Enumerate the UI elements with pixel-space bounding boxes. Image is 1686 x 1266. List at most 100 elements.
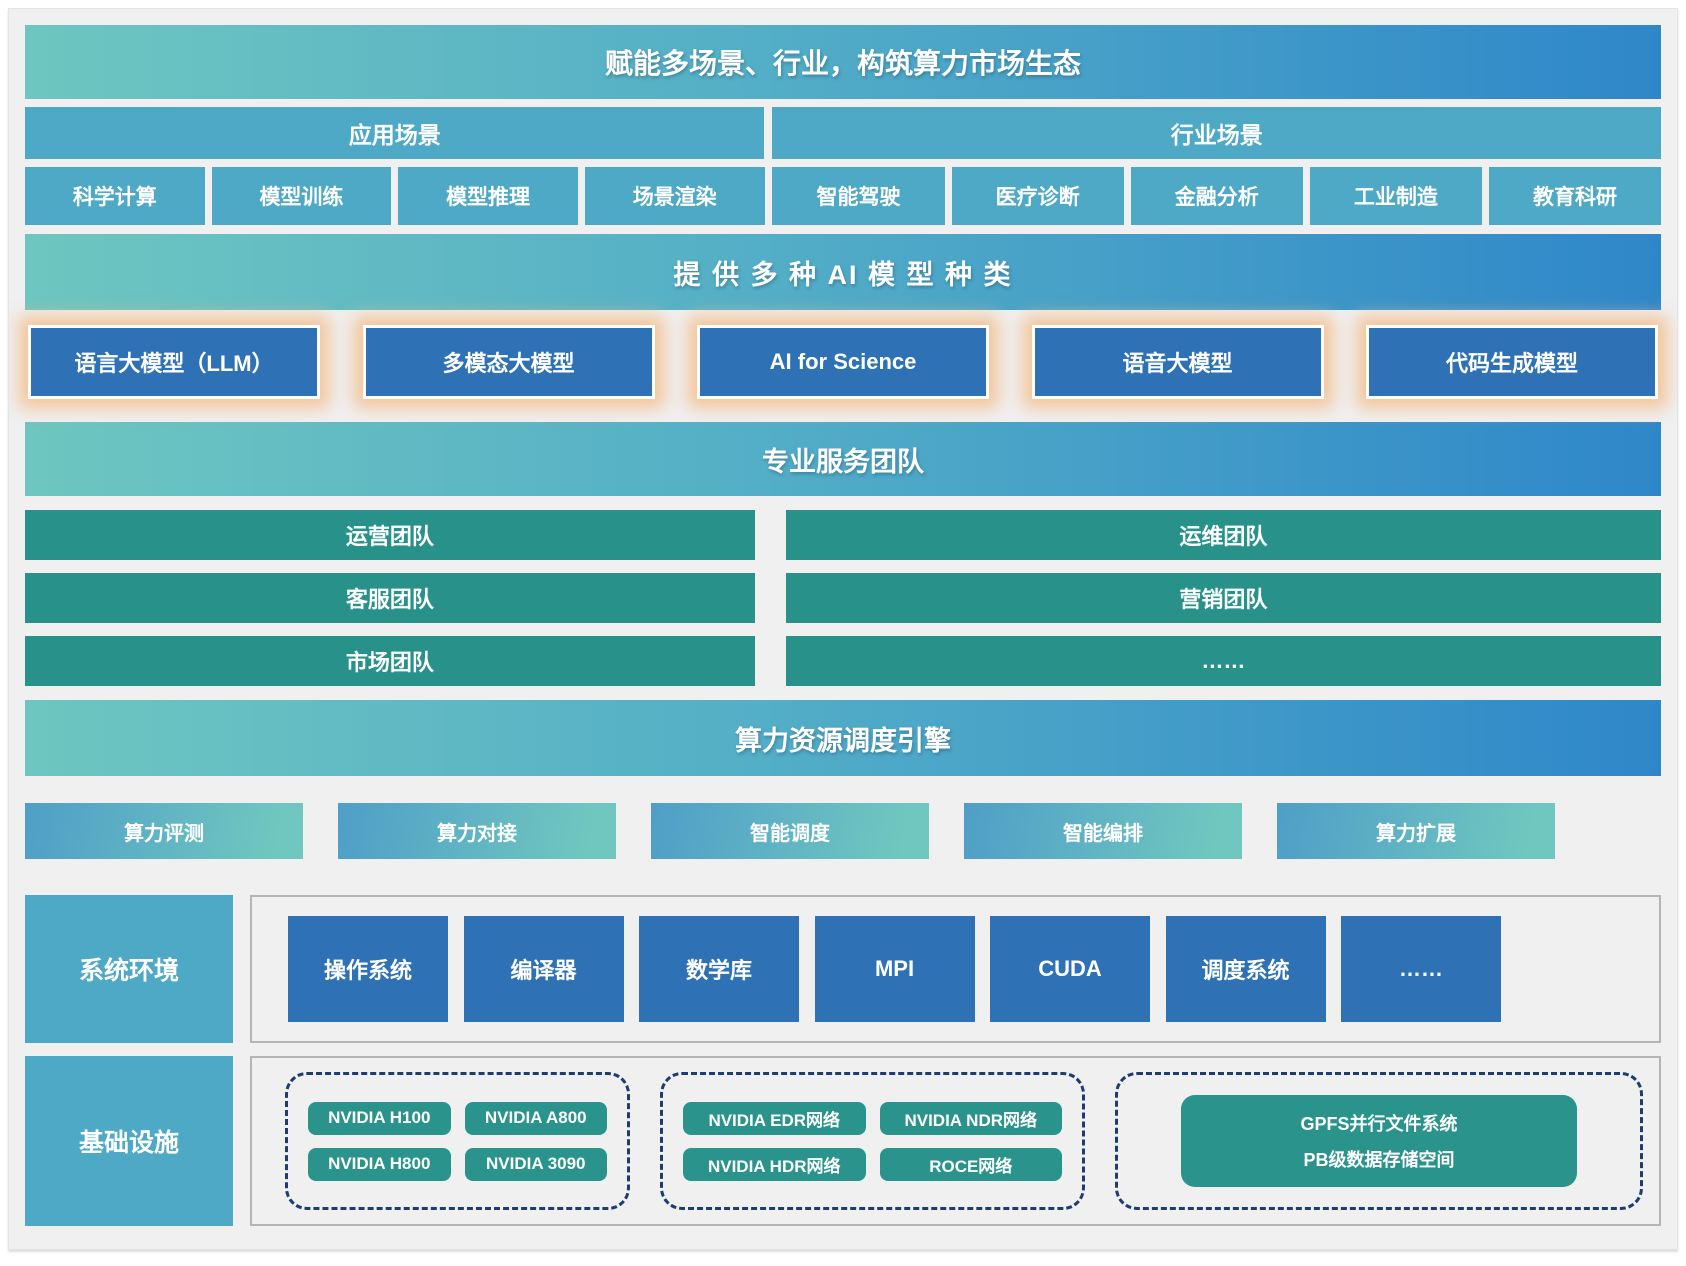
app-scenarios-header: 应用场景 xyxy=(25,107,765,159)
gpu-pill: NVIDIA A800 xyxy=(464,1101,607,1135)
engine-capabilities-row: 算力评测 算力对接 智能调度 智能编排 算力扩展 xyxy=(25,803,1661,859)
team-label: 运维团队 xyxy=(1179,524,1268,549)
env-box: 操作系统 xyxy=(288,916,448,1022)
pill-label: NVIDIA H100 xyxy=(328,1108,431,1127)
capability-box: 算力对接 xyxy=(338,803,616,859)
ai-model-box: 代码生成模型 xyxy=(1366,325,1658,399)
team-row: 运营团队 xyxy=(25,510,755,560)
team-row: …… xyxy=(785,636,1661,686)
ai-model-box: 语言大模型（LLM） xyxy=(28,325,320,399)
env-label: 调度系统 xyxy=(1201,958,1290,983)
cell-label: 医疗诊断 xyxy=(995,186,1080,209)
ai-model-box: AI for Science xyxy=(697,325,989,399)
system-environment-label: 系统环境 xyxy=(25,895,233,1043)
gpu-pill: NVIDIA H100 xyxy=(308,1101,451,1135)
env-label: …… xyxy=(1399,956,1443,981)
capability-label: 智能调度 xyxy=(750,822,830,845)
pill-label: ROCE网络 xyxy=(929,1156,1013,1176)
ai-model-box: 多模态大模型 xyxy=(362,325,655,399)
engine-banner-text: 算力资源调度引擎 xyxy=(735,725,951,756)
pill-label: NVIDIA NDR网络 xyxy=(904,1110,1038,1130)
cell-label: 工业制造 xyxy=(1353,186,1438,209)
team-label: …… xyxy=(1201,648,1246,673)
env-label: CUDA xyxy=(1038,956,1102,981)
cell-label: 智能驾驶 xyxy=(816,186,901,209)
env-box: MPI xyxy=(814,916,975,1022)
team-row: 市场团队 xyxy=(25,636,755,686)
app-scenario-cell: 科学计算 xyxy=(25,167,205,225)
cell-label: 科学计算 xyxy=(72,186,157,209)
pill-label: NVIDIA EDR网络 xyxy=(708,1110,841,1130)
model-label: 代码生成模型 xyxy=(1445,351,1578,376)
side-label-text: 基础设施 xyxy=(78,1129,179,1157)
industry-scenarios-header-label: 行业场景 xyxy=(1170,122,1263,148)
industry-scenario-cell: 教育科研 xyxy=(1488,167,1662,225)
ai-models-banner-text: 提 供 多 种 AI 模 型 种 类 xyxy=(673,259,1013,290)
env-box: …… xyxy=(1341,916,1501,1022)
storage-line: PB级数据存储空间 xyxy=(1303,1150,1455,1170)
model-label: 多模态大模型 xyxy=(442,351,575,376)
team-row: 运维团队 xyxy=(785,510,1661,560)
industry-scenario-cell: 医疗诊断 xyxy=(951,167,1124,225)
env-box: 调度系统 xyxy=(1165,916,1326,1022)
scenario-cells-row: 科学计算 模型训练 模型推理 场景渲染 智能驾驶 医疗诊断 金融分析 工业制造 … xyxy=(25,167,1662,225)
env-label: 数学库 xyxy=(685,958,752,983)
env-box: 编译器 xyxy=(463,916,624,1022)
cell-label: 模型训练 xyxy=(259,186,344,209)
engine-banner: 算力资源调度引擎 xyxy=(25,700,1661,776)
capability-box: 算力评测 xyxy=(25,803,303,859)
cell-label: 金融分析 xyxy=(1174,186,1259,209)
storage-line: GPFS并行文件系统 xyxy=(1300,1114,1458,1134)
team-row: 客服团队 xyxy=(25,573,755,623)
scenario-headers-row: 应用场景 行业场景 xyxy=(25,107,1661,159)
system-environment-section: 系统环境 操作系统 编译器 数学库 MPI CUDA 调度系统 …… xyxy=(25,895,1661,1043)
gpu-pill: NVIDIA 3090 xyxy=(464,1147,607,1181)
team-label: 营销团队 xyxy=(1179,587,1268,612)
capability-box: 算力扩展 xyxy=(1277,803,1555,859)
cell-label: 场景渲染 xyxy=(632,186,717,209)
pill-label: NVIDIA H800 xyxy=(328,1154,431,1173)
network-pill-row: NVIDIA HDR网络 ROCE网络 xyxy=(683,1147,1062,1181)
network-pill: NVIDIA NDR网络 xyxy=(879,1101,1062,1135)
env-box: 数学库 xyxy=(639,916,799,1022)
capability-label: 算力评测 xyxy=(124,822,204,845)
industry-scenarios-header: 行业场景 xyxy=(772,107,1661,159)
service-team-banner: 专业服务团队 xyxy=(25,422,1661,496)
industry-scenario-cells: 智能驾驶 医疗诊断 金融分析 工业制造 教育科研 xyxy=(772,167,1662,225)
model-label: AI for Science xyxy=(769,349,917,374)
system-environment-container: 操作系统 编译器 数学库 MPI CUDA 调度系统 …… xyxy=(250,895,1661,1043)
network-group: NVIDIA EDR网络 NVIDIA NDR网络 NVIDIA HDR网络 R… xyxy=(660,1072,1085,1210)
main-title-text: 赋能多场景、行业，构筑算力市场生态 xyxy=(604,48,1081,79)
model-label: 语言大模型（LLM） xyxy=(74,351,274,376)
team-column-left: 运营团队 客服团队 市场团队 xyxy=(25,510,755,686)
service-team-banner-text: 专业服务团队 xyxy=(762,446,924,477)
capability-box: 智能调度 xyxy=(651,803,929,859)
cell-label: 教育科研 xyxy=(1532,186,1617,209)
side-label-text: 系统环境 xyxy=(78,957,179,985)
gpu-group: NVIDIA H100 NVIDIA A800 NVIDIA H800 NVID… xyxy=(285,1072,630,1210)
network-pill-row: NVIDIA EDR网络 NVIDIA NDR网络 xyxy=(683,1101,1062,1135)
pill-label: NVIDIA A800 xyxy=(484,1108,587,1127)
industry-scenario-cell: 智能驾驶 xyxy=(772,167,945,225)
pill-label: NVIDIA 3090 xyxy=(485,1154,586,1173)
architecture-diagram: 赋能多场景、行业，构筑算力市场生态 应用场景 行业场景 科学计算 模型训练 模型… xyxy=(8,8,1678,1250)
capability-label: 算力对接 xyxy=(437,822,517,845)
env-box: CUDA xyxy=(990,916,1150,1022)
capability-label: 智能编排 xyxy=(1063,822,1143,845)
team-label: 客服团队 xyxy=(345,587,434,612)
service-team-grid: 运营团队 客服团队 市场团队 运维团队 营销团队 …… xyxy=(25,510,1661,686)
env-label: 操作系统 xyxy=(323,958,412,983)
model-label: 语音大模型 xyxy=(1122,351,1233,376)
team-label: 运营团队 xyxy=(345,524,434,549)
ai-model-boxes-row: 语言大模型（LLM） 多模态大模型 AI for Science 语音大模型 代… xyxy=(25,322,1661,402)
gpu-pill: NVIDIA H800 xyxy=(308,1147,451,1181)
network-pill: ROCE网络 xyxy=(879,1147,1062,1181)
infrastructure-label: 基础设施 xyxy=(25,1056,233,1226)
app-scenario-cell: 场景渲染 xyxy=(584,167,765,225)
capability-label: 算力扩展 xyxy=(1376,822,1456,845)
env-label: 编译器 xyxy=(510,958,577,983)
capability-box: 智能编排 xyxy=(964,803,1242,859)
env-label: MPI xyxy=(874,956,915,981)
network-pill: NVIDIA HDR网络 xyxy=(683,1147,866,1181)
app-scenarios-header-label: 应用场景 xyxy=(348,122,441,148)
